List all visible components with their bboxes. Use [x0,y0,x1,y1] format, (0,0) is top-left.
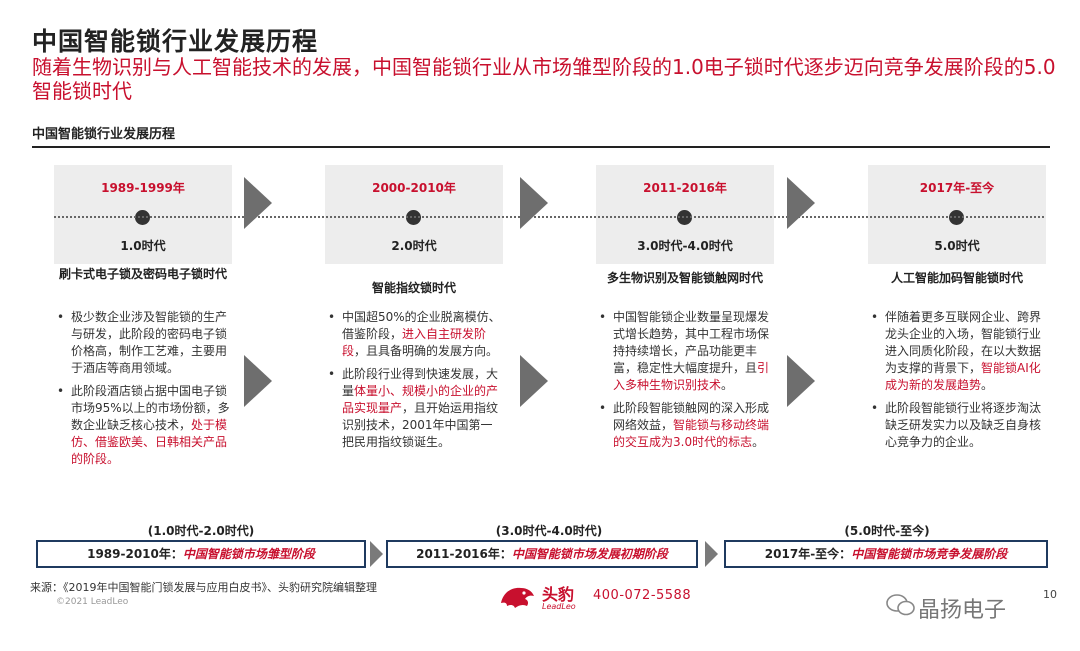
bullet-list: 伴随着更多互联网企业、跨界龙头企业的入场，智能锁行业进入同质化阶段，在以大数据为… [868,309,1046,457]
brand-name: 头豹 [542,585,575,604]
page-number: 10 [1043,588,1057,601]
highlight-text: 体量小、规模小的企业的产品实现量产 [342,384,499,415]
wechat-icon [886,594,915,616]
period-label: 2000-2010年 [372,181,456,195]
timeline-column-4: 2017年-至今 5.0时代 [868,165,1046,264]
bullet-item: 伴随着更多互联网企业、跨界龙头企业的入场，智能锁行业进入同质化阶段，在以大数据为… [868,309,1046,394]
stage-box: 2017年-至今：中国智能锁市场竞争发展阶段 [724,540,1048,568]
period-header: 2017年-至今 5.0时代 [868,165,1046,264]
era-label: 1.0时代 [120,239,166,253]
stage-box: 2011-2016年：中国智能锁市场发展初期阶段 [386,540,698,568]
timeline-column-2: 2000-2010年 2.0时代 [325,165,503,264]
watermark: 晶扬电子 [918,598,1007,623]
bullet-item: 中国智能锁企业数量呈现爆发式增长趋势，其中工程市场保持持续增长，产品功能更丰富，… [596,309,774,394]
bullet-text: 此阶段智能锁触网的深入形成网络效益， [613,401,770,432]
bullet-text: 极少数企业涉及智能锁的生产与研发，此阶段的密码电子锁价格高，制作工艺难，主要用于… [71,310,228,375]
bullet-text: 。 [752,435,765,449]
bullet-text: 中国超50%的企业脱离模仿、借鉴阶段， [342,310,501,341]
page-subtitle: 随着生物识别与人工智能技术的发展，中国智能锁行业从市场雏型阶段的1.0电子锁时代… [32,55,1056,103]
highlight-text: 引入多种生物识别技术 [613,361,770,392]
chevron-right-icon [787,355,815,407]
stage-period: 2017年-至今： [764,547,852,561]
bullet-text: 伴随着更多互联网企业、跨界龙头企业的入场，智能锁行业进入同质化阶段，在以大数据为… [885,310,1042,375]
era-title: 刷卡式电子锁及密码电子锁时代 [58,267,227,281]
highlight-text: 智能锁AI化成为新的发展趋势 [885,361,1041,392]
source-note: 来源：《2019年中国智能门锁发展与应用白皮书》、头豹研究院编辑整理 [30,581,377,594]
highlight-text: 智能锁与移动终端的交互成为3.0时代的标志 [613,418,770,449]
bullet-text: 此阶段智能锁行业将逐步淘汰缺乏研发实力以及缺乏自身核心竞争力的企业。 [885,401,1042,449]
era-title: 多生物识别及智能锁触网时代 [606,271,763,285]
highlight-text: 进入自主研发阶段 [342,327,487,358]
copyright: ©2021 LeadLeo [56,597,129,607]
highlight-text: 处于模仿、借鉴欧美、日韩相关产品的阶段。 [71,418,228,466]
chevron-right-icon [520,355,548,407]
period-label: 2011-2016年 [643,181,727,195]
chevron-right-icon [520,177,548,229]
bullet-list: 极少数企业涉及智能锁的生产与研发，此阶段的密码电子锁价格高，制作工艺难，主要用于… [54,309,232,474]
stage-era-range: (1.0时代-2.0时代) [147,524,255,538]
bullet-item: 此阶段行业得到快速发展，大量体量小、规模小的企业的产品实现量产，且开始运用指纹识… [325,366,503,451]
timeline-dotted-line [54,216,1044,218]
bullet-text: 此阶段行业得到快速发展，大量 [342,367,499,398]
bullet-item: 中国超50%的企业脱离模仿、借鉴阶段，进入自主研发阶段，且具备明确的发展方向。 [325,309,503,360]
stage-period: 2011-2016年： [416,547,512,561]
bullet-text: ，且开始运用指纹识别技术，2001年中国第一把民用指纹锁诞生。 [342,401,499,449]
bullet-list: 中国智能锁企业数量呈现爆发式增长趋势，其中工程市场保持持续增长，产品功能更丰富，… [596,309,774,457]
chevron-right-icon [370,541,383,567]
period-header: 2011-2016年 3.0时代-4.0时代 [596,165,774,264]
timeline-column-1: 1989-1999年 1.0时代 [54,165,232,264]
bullet-item: 此阶段酒店锁占据中国电子锁市场95%以上的市场份额，多数企业缺乏核心技术，处于模… [54,383,232,468]
stage-box: 1989-2010年：中国智能锁市场雏型阶段 [36,540,366,568]
section-label: 中国智能锁行业发展历程 [32,127,176,142]
bullet-text: 此阶段酒店锁占据中国电子锁市场95%以上的市场份额，多数企业缺乏核心技术， [71,384,230,432]
section-divider [32,146,1050,148]
era-label: 5.0时代 [934,239,980,253]
era-label: 2.0时代 [391,239,437,253]
stage-name: 中国智能锁市场发展初期阶段 [511,547,668,561]
period-header: 2000-2010年 2.0时代 [325,165,503,264]
stage-period: 1989-2010年： [87,547,183,561]
bullet-text: ，且具备明确的发展方向。 [354,344,499,358]
leadleo-logo-icon [501,587,534,608]
bullet-item: 此阶段智能锁行业将逐步淘汰缺乏研发实力以及缺乏自身核心竞争力的企业。 [868,400,1046,451]
brand-subname: LeadLeo [542,602,576,611]
era-label: 3.0时代-4.0时代 [637,239,733,253]
bullet-text: 。 [981,378,994,392]
bullet-list: 中国超50%的企业脱离模仿、借鉴阶段，进入自主研发阶段，且具备明确的发展方向。此… [325,309,503,457]
era-title: 智能指纹锁时代 [371,281,456,295]
period-label: 1989-1999年 [101,181,185,195]
bullet-item: 极少数企业涉及智能锁的生产与研发，此阶段的密码电子锁价格高，制作工艺难，主要用于… [54,309,232,377]
chevron-right-icon [244,177,272,229]
page-title: 中国智能锁行业发展历程 [32,27,319,56]
era-title: 人工智能加码智能锁时代 [890,271,1023,285]
bullet-text: 中国智能锁企业数量呈现爆发式增长趋势，其中工程市场保持持续增长，产品功能更丰富，… [613,310,770,375]
timeline-column-3: 2011-2016年 3.0时代-4.0时代 [596,165,774,264]
period-header: 1989-1999年 1.0时代 [54,165,232,264]
bullet-item: 此阶段智能锁触网的深入形成网络效益，智能锁与移动终端的交互成为3.0时代的标志。 [596,400,774,451]
chevron-right-icon [787,177,815,229]
stage-era-range: (3.0时代-4.0时代) [495,524,603,538]
bullet-text: 。 [721,378,734,392]
period-label: 2017年-至今 [919,181,995,195]
chevron-right-icon [244,355,272,407]
stage-name: 中国智能锁市场雏型阶段 [182,547,315,561]
stage-era-range: (5.0时代-至今) [844,524,930,538]
contact-phone: 400-072-5588 [593,588,692,603]
stage-name: 中国智能锁市场竞争发展阶段 [851,547,1008,561]
chevron-right-icon [705,541,718,567]
